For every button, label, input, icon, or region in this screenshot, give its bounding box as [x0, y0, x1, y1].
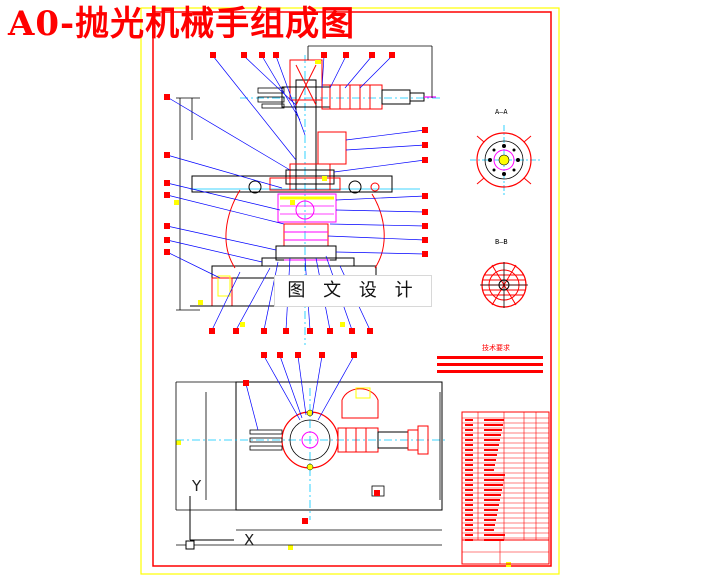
parts-list-cell-mark: [484, 459, 496, 461]
parts-list-index-mark: [465, 444, 473, 446]
parts-list-cell-mark: [484, 499, 500, 501]
parts-list-index-mark: [465, 424, 473, 426]
plan-view: [175, 381, 448, 546]
plan-leaders: [245, 355, 355, 431]
parts-list-cell-mark: [484, 519, 496, 521]
parts-list-index-mark: [465, 484, 473, 486]
parts-list-index-mark: [465, 479, 473, 481]
sheet-outer-border: [140, 7, 560, 575]
parts-list-index-mark: [465, 494, 473, 496]
parts-list-index-mark: [465, 474, 473, 476]
tech-requirements-title: 技术要求: [482, 344, 510, 352]
parts-list-cell-mark: [484, 444, 499, 446]
parts-list-index-mark: [465, 429, 473, 431]
parts-list-index-mark: [465, 419, 473, 421]
parts-list-cell-mark: [484, 474, 505, 476]
sheet-frame: [152, 11, 552, 567]
parts-list-index-mark: [465, 524, 473, 526]
parts-list-cell-mark: [484, 529, 494, 531]
yellow-markers: [174, 60, 511, 567]
section-a-a: [470, 125, 540, 196]
axis-y-label: Y: [192, 477, 202, 495]
parts-list-cell-mark: [484, 439, 500, 441]
part-label-markers: [164, 52, 428, 334]
parts-list-index-mark: [465, 469, 473, 471]
parts-list-cell-mark: [484, 494, 501, 496]
parts-list-index-mark: [465, 464, 473, 466]
section-b-b: [480, 262, 528, 308]
parts-list-cell-mark: [484, 484, 503, 486]
tech-requirements-lines: [437, 356, 543, 373]
axis-x-label: X: [244, 531, 255, 549]
parts-list-index-mark: [465, 504, 473, 506]
parts-list-index-mark: [465, 514, 473, 516]
parts-list-index-mark: [465, 449, 473, 451]
axis-indicator: [185, 496, 234, 550]
parts-list-cell-mark: [484, 489, 502, 491]
parts-list-index-mark: [465, 509, 473, 511]
watermark-badge: 图 文 设 计: [274, 275, 432, 307]
parts-list-cell-mark: [484, 464, 495, 466]
parts-list-index-mark: [465, 499, 473, 501]
banner-title: A0-抛光机械手组成图: [8, 4, 356, 44]
plan-label-markers: [243, 352, 380, 524]
parts-list-cell-mark: [484, 424, 503, 426]
parts-list-index-mark: [465, 439, 473, 441]
parts-list-cell-mark: [484, 429, 502, 431]
parts-list-cell-mark: [484, 479, 504, 481]
parts-list-index-mark: [465, 529, 473, 531]
parts-list-cell-mark: [484, 514, 497, 516]
section-a-label: A—A: [495, 108, 508, 116]
parts-list-rows: [462, 417, 549, 541]
parts-list-index-mark: [465, 459, 473, 461]
section-b-label: B—B: [495, 238, 508, 246]
parts-list-index-mark: [465, 434, 473, 436]
parts-list-cell-mark: [484, 524, 495, 526]
parts-list-cell-mark: [484, 469, 494, 471]
parts-list-index-mark: [465, 534, 473, 536]
parts-list-cell-mark: [484, 449, 498, 451]
parts-list-cell-mark: [484, 504, 499, 506]
parts-list-index-mark: [465, 454, 473, 456]
parts-list-index-mark: [465, 519, 473, 521]
parts-list-index-mark: [465, 489, 473, 491]
parts-list-cell-mark: [484, 419, 504, 421]
parts-list-index-mark: [465, 539, 473, 541]
parts-list-cell-mark: [484, 534, 505, 536]
parts-list-cell-mark: [484, 509, 498, 511]
parts-list-cell-mark: [484, 454, 497, 456]
title-block: [461, 411, 550, 565]
parts-list-cell-mark: [484, 539, 504, 541]
parts-list-cell-mark: [484, 434, 501, 436]
